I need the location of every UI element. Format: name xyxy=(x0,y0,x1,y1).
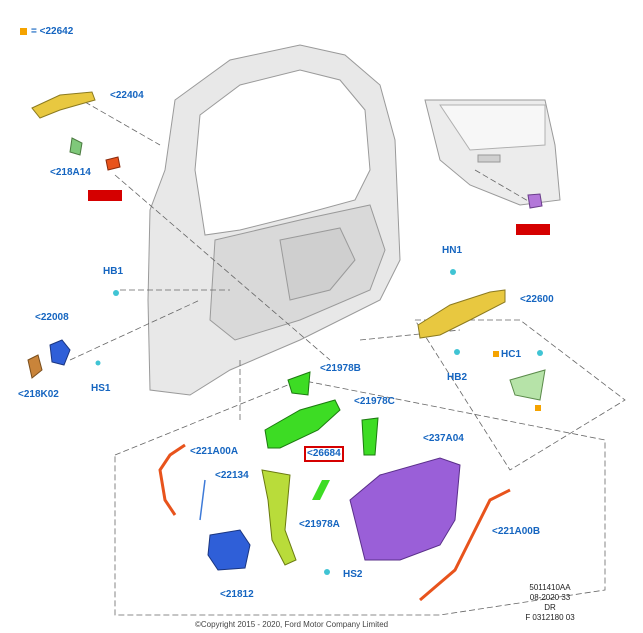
clip-HC1 xyxy=(537,350,543,356)
callout-HB1[interactable]: HB1 xyxy=(103,266,124,277)
drawing-date: 08-2020 33 xyxy=(529,593,571,602)
clip-HB1 xyxy=(113,290,119,296)
cable-221A00A-part xyxy=(158,443,186,516)
arrow-indicator xyxy=(312,480,330,500)
callout-22600[interactable]: <22600 xyxy=(520,294,554,305)
cap-21990-part xyxy=(105,156,121,171)
callout-26684-highlighted[interactable]: <26684 xyxy=(304,446,344,462)
bracket-21978A-part xyxy=(261,469,297,566)
legend: = <22642 xyxy=(20,26,73,37)
cable-221A00B-part xyxy=(419,488,511,602)
legend-marker-icon xyxy=(20,28,27,35)
door-shell xyxy=(147,44,401,396)
clip-HS1 xyxy=(95,360,101,366)
callout-21978B[interactable]: <21978B xyxy=(320,363,361,374)
callout-21990-highlighted[interactable]: <21990 xyxy=(88,190,123,201)
drawing-metadata: 5011410AA 08-2020 33 DR F 0312180 03 xyxy=(520,583,580,623)
legend-text: = <22642 xyxy=(31,26,74,37)
cap-21990-part-2 xyxy=(527,193,543,209)
callout-HS2[interactable]: HS2 xyxy=(343,569,363,580)
copyright-notice: ©Copyright 2015 - 2020, Ford Motor Compa… xyxy=(195,620,389,629)
panel-237A04-part xyxy=(349,457,461,561)
callout-HB2[interactable]: HB2 xyxy=(447,372,468,383)
callout-HC1[interactable]: HC1 xyxy=(501,349,522,360)
callout-21978C[interactable]: <21978C xyxy=(354,396,395,407)
clip-HN1 xyxy=(450,269,456,275)
module-26684-part xyxy=(264,399,341,449)
callout-22008[interactable]: <22008 xyxy=(35,312,69,323)
cable-22134-part xyxy=(199,479,206,521)
bracket-HC1-part xyxy=(509,369,546,401)
interior-handle-22600-part xyxy=(417,289,506,339)
legend-marker-hc1 xyxy=(493,351,499,357)
latch-21812-part xyxy=(207,529,251,571)
callout-21812[interactable]: <21812 xyxy=(220,589,254,600)
bracket-218A14-part xyxy=(69,137,83,156)
bracket-21978C-part xyxy=(361,417,379,456)
callout-221A00B[interactable]: <221A00B xyxy=(492,526,541,537)
callout-HN1[interactable]: HN1 xyxy=(442,245,463,256)
callout-21978A[interactable]: <21978A xyxy=(299,519,340,530)
inset-car-view xyxy=(424,99,561,206)
gasket-218K02-part xyxy=(27,354,43,379)
callout-218A14[interactable]: <218A14 xyxy=(50,167,91,178)
drawing-code: DR xyxy=(544,603,556,612)
clip-HS2 xyxy=(324,569,330,575)
cylinder-22008-part xyxy=(49,339,71,366)
callout-21990-highlighted-2[interactable]: <21990 xyxy=(516,224,551,235)
legend-marker-part xyxy=(535,405,541,411)
callout-221A00A[interactable]: <221A00A xyxy=(190,446,239,457)
callout-218K02[interactable]: <218K02 xyxy=(18,389,59,400)
callout-22134[interactable]: <22134 xyxy=(215,470,249,481)
exterior-handle-part xyxy=(31,91,96,119)
callout-237A04[interactable]: <237A04 xyxy=(423,433,464,444)
callout-HS1[interactable]: HS1 xyxy=(91,383,111,394)
drawing-number: 5011410AA xyxy=(529,583,571,592)
drawing-reference: F 0312180 03 xyxy=(525,613,575,622)
bracket-21978B-part xyxy=(287,371,311,396)
clip-HB2 xyxy=(454,349,460,355)
callout-22404[interactable]: <22404 xyxy=(110,90,144,101)
